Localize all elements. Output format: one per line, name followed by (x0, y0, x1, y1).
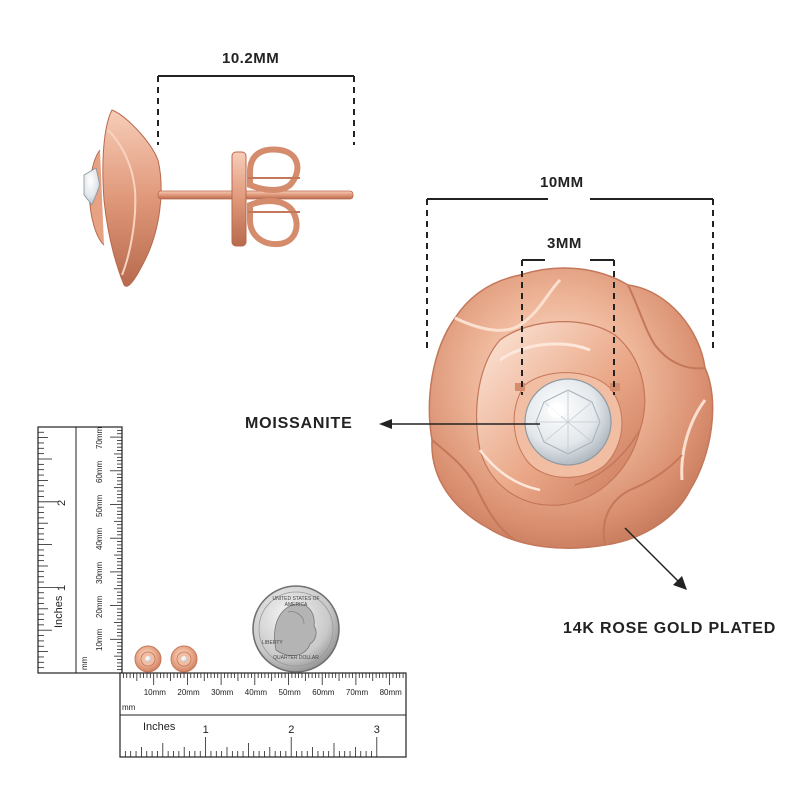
inch-tick-label: 2 (56, 499, 68, 506)
gold-plated-callout: 14K ROSE GOLD PLATED (563, 620, 777, 637)
horizontal-ruler (119, 672, 407, 758)
mm-tick-label: 40mm (244, 688, 268, 697)
mm-tick-label: 50mm (95, 494, 104, 517)
post-length-label: 10.2MM (222, 50, 280, 67)
coin-bottom-text: QUARTER DOLLAR (273, 655, 319, 661)
side-view-earring (83, 109, 354, 287)
horizontal-mm-label: mm (122, 703, 136, 712)
post-length-dimension (157, 75, 355, 145)
mm-tick-label: 10mm (95, 629, 104, 652)
moissanite-gem-icon (524, 378, 612, 466)
mm-tick-label: 70mm (345, 688, 369, 697)
stone-width-label: 3MM (547, 235, 582, 252)
coin-liberty-text: LIBERTY (262, 640, 283, 646)
inch-tick-label: 3 (373, 724, 380, 736)
scale-earring-right-icon (170, 645, 198, 673)
vertical-inches-label: Inches (53, 595, 65, 628)
earring-back-icon (231, 146, 301, 248)
mm-tick-label: 30mm (211, 688, 234, 697)
mm-tick-label: 20mm (95, 595, 104, 618)
vertical-mm-label: mm (80, 656, 89, 670)
flower-width-dimension (426, 198, 714, 350)
mm-tick-label: 80mm (379, 688, 402, 697)
mm-tick-label: 60mm (95, 460, 104, 483)
moissanite-arrow-icon (379, 419, 540, 429)
coin-top-text: UNITED STATES OF AMERICA (272, 596, 320, 608)
inch-tick-label: 1 (202, 724, 209, 736)
mm-tick-label: 60mm (312, 688, 335, 697)
quarter-coin-icon (252, 585, 340, 673)
mm-tick-label: 20mm (177, 688, 200, 697)
stone-width-dimension (521, 259, 615, 395)
inch-tick-label: 1 (56, 585, 68, 592)
inch-tick-label: 2 (288, 724, 295, 736)
scale-earring-left-icon (134, 645, 162, 673)
horizontal-inches-label: Inches (143, 721, 176, 733)
vertical-ruler (37, 426, 123, 674)
flower-width-label: 10MM (540, 174, 584, 191)
front-view-rose (428, 267, 714, 549)
moissanite-callout: MOISSANITE (245, 415, 353, 432)
side-gem-icon (83, 167, 101, 206)
mm-tick-label: 70mm (95, 426, 104, 450)
mm-tick-label: 40mm (95, 527, 104, 551)
mm-tick-label: 30mm (95, 561, 104, 584)
mm-tick-label: 10mm (143, 688, 166, 697)
gold-plated-arrow-icon (624, 527, 687, 590)
mm-tick-label: 50mm (278, 688, 301, 697)
